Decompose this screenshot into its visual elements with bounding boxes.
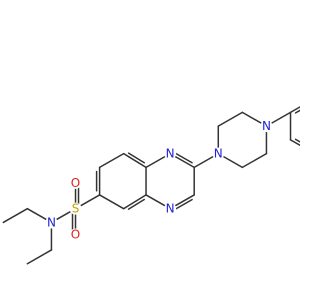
atom-label-n_piperazine_4: N <box>262 119 271 133</box>
bond-piperazine-2 <box>217 111 244 127</box>
atom-background-n_amide <box>45 216 58 229</box>
atom-label-o_sulfonyl_2: O <box>71 227 80 241</box>
bond-quinoxaline-c8-c8a <box>122 194 147 210</box>
atom-background-s_sulfonyl <box>69 202 82 215</box>
atom-label-o_sulfonyl_1: O <box>71 176 80 190</box>
bond-quinoxaline-c4a-c5-double <box>127 152 146 164</box>
bond-phenyl-5 <box>289 139 300 147</box>
bond-quinoxaline-c4a-c5 <box>122 152 147 169</box>
atom-label-n_quinoxaline_4: N <box>166 202 175 216</box>
bond-pyrazine-n1-c2-double <box>174 152 193 164</box>
atom-background-n_quinoxaline_1 <box>164 147 177 160</box>
bonds-layer <box>2 106 300 265</box>
atom-label-n_piperazine_1: N <box>214 147 223 161</box>
bond-quinoxaline-c7-c8 <box>98 194 125 210</box>
bond-phenyl-1 <box>289 106 300 114</box>
atom-background-n_quinoxaline_4 <box>164 202 177 215</box>
bond-phenyl-5-double <box>294 138 300 143</box>
bond-piperazine-5 <box>241 152 268 169</box>
atom-background-o_sulfonyl_2 <box>69 228 82 241</box>
atom-background-n_piperazine_1 <box>212 147 225 160</box>
bond-pyrazine-c3-n4-double <box>174 198 193 210</box>
atom-background-n_piperazine_4 <box>260 120 273 133</box>
bond-ethyl2-ch2-ch3 <box>2 207 29 224</box>
atom-label-n_amide: N <box>47 215 56 229</box>
bond-ethyl1-ch2-ch3 <box>26 249 53 265</box>
atom-label-n_quinoxaline_1: N <box>166 147 175 161</box>
molecule-structure-diagram: NNNNOSOON <box>2 106 300 265</box>
bond-quinoxaline-c8-c8a-double <box>127 198 146 210</box>
atom-background-o_sulfonyl_1 <box>69 176 82 189</box>
bond-phenyl-1-double <box>294 109 300 114</box>
atom-label-s_sulfonyl: S <box>72 202 80 216</box>
atoms-layer: NNNNOSOON <box>45 119 273 241</box>
bond-quinoxaline-c5-c6 <box>98 152 125 169</box>
